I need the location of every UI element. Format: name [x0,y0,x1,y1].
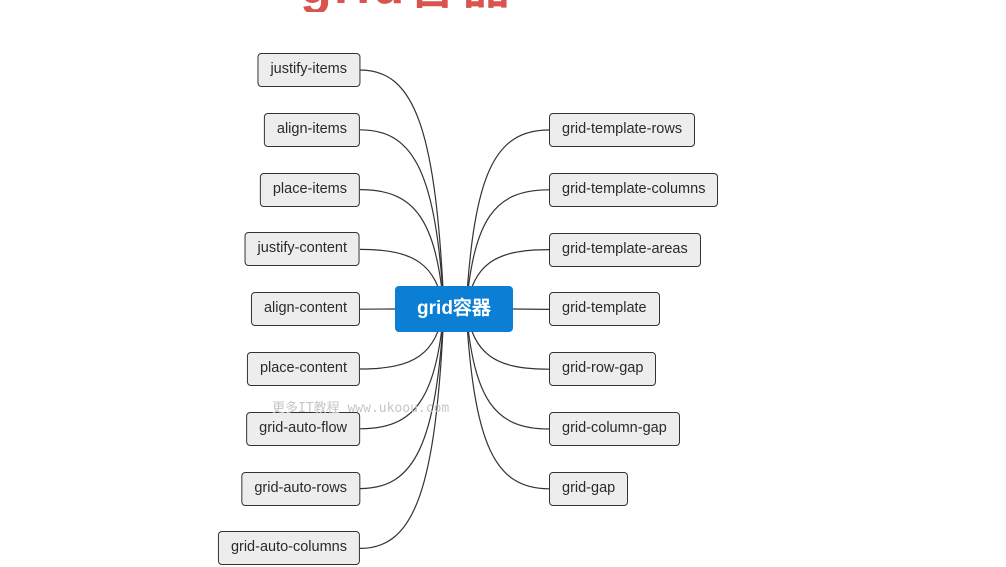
edge-grid-auto-columns [359,308,445,549]
node-justify-content[interactable]: justify-content [244,232,360,267]
edge-justify-items [359,69,445,310]
node-grid-auto-columns[interactable]: grid-auto-columns [217,531,360,566]
edge-grid-auto-flow [359,308,445,430]
page-title: grid容器 [300,0,620,12]
node-grid-template[interactable]: grid-template [549,292,660,327]
center-node[interactable]: grid容器 [395,286,513,332]
edge-grid-column-gap [465,308,550,430]
node-grid-template-areas[interactable]: grid-template-areas [549,232,701,267]
node-grid-gap[interactable]: grid-gap [549,471,629,506]
node-grid-auto-rows[interactable]: grid-auto-rows [241,471,360,506]
node-grid-auto-flow[interactable]: grid-auto-flow [246,411,360,446]
watermark: 更多IT教程 www.ukoou.com [272,401,450,416]
node-justify-items[interactable]: justify-items [257,53,360,87]
node-grid-column-gap[interactable]: grid-column-gap [549,412,680,446]
edge-grid-auto-rows [359,308,445,490]
node-place-items[interactable]: place-items [259,172,360,207]
node-grid-template-columns[interactable]: grid-template-columns [549,172,719,207]
node-grid-template-rows[interactable]: grid-template-rows [549,113,696,147]
node-align-items[interactable]: align-items [263,112,360,147]
edge-grid-gap [465,308,550,490]
edge-grid-template-rows [465,129,550,310]
edge-grid-template-columns [465,189,550,310]
node-grid-row-gap[interactable]: grid-row-gap [549,352,657,387]
node-align-content[interactable]: align-content [250,292,360,327]
edge-align-items [359,129,445,310]
node-place-content[interactable]: place-content [246,352,360,386]
edge-place-items [359,189,445,310]
page-title-text: grid容器 [300,0,514,12]
